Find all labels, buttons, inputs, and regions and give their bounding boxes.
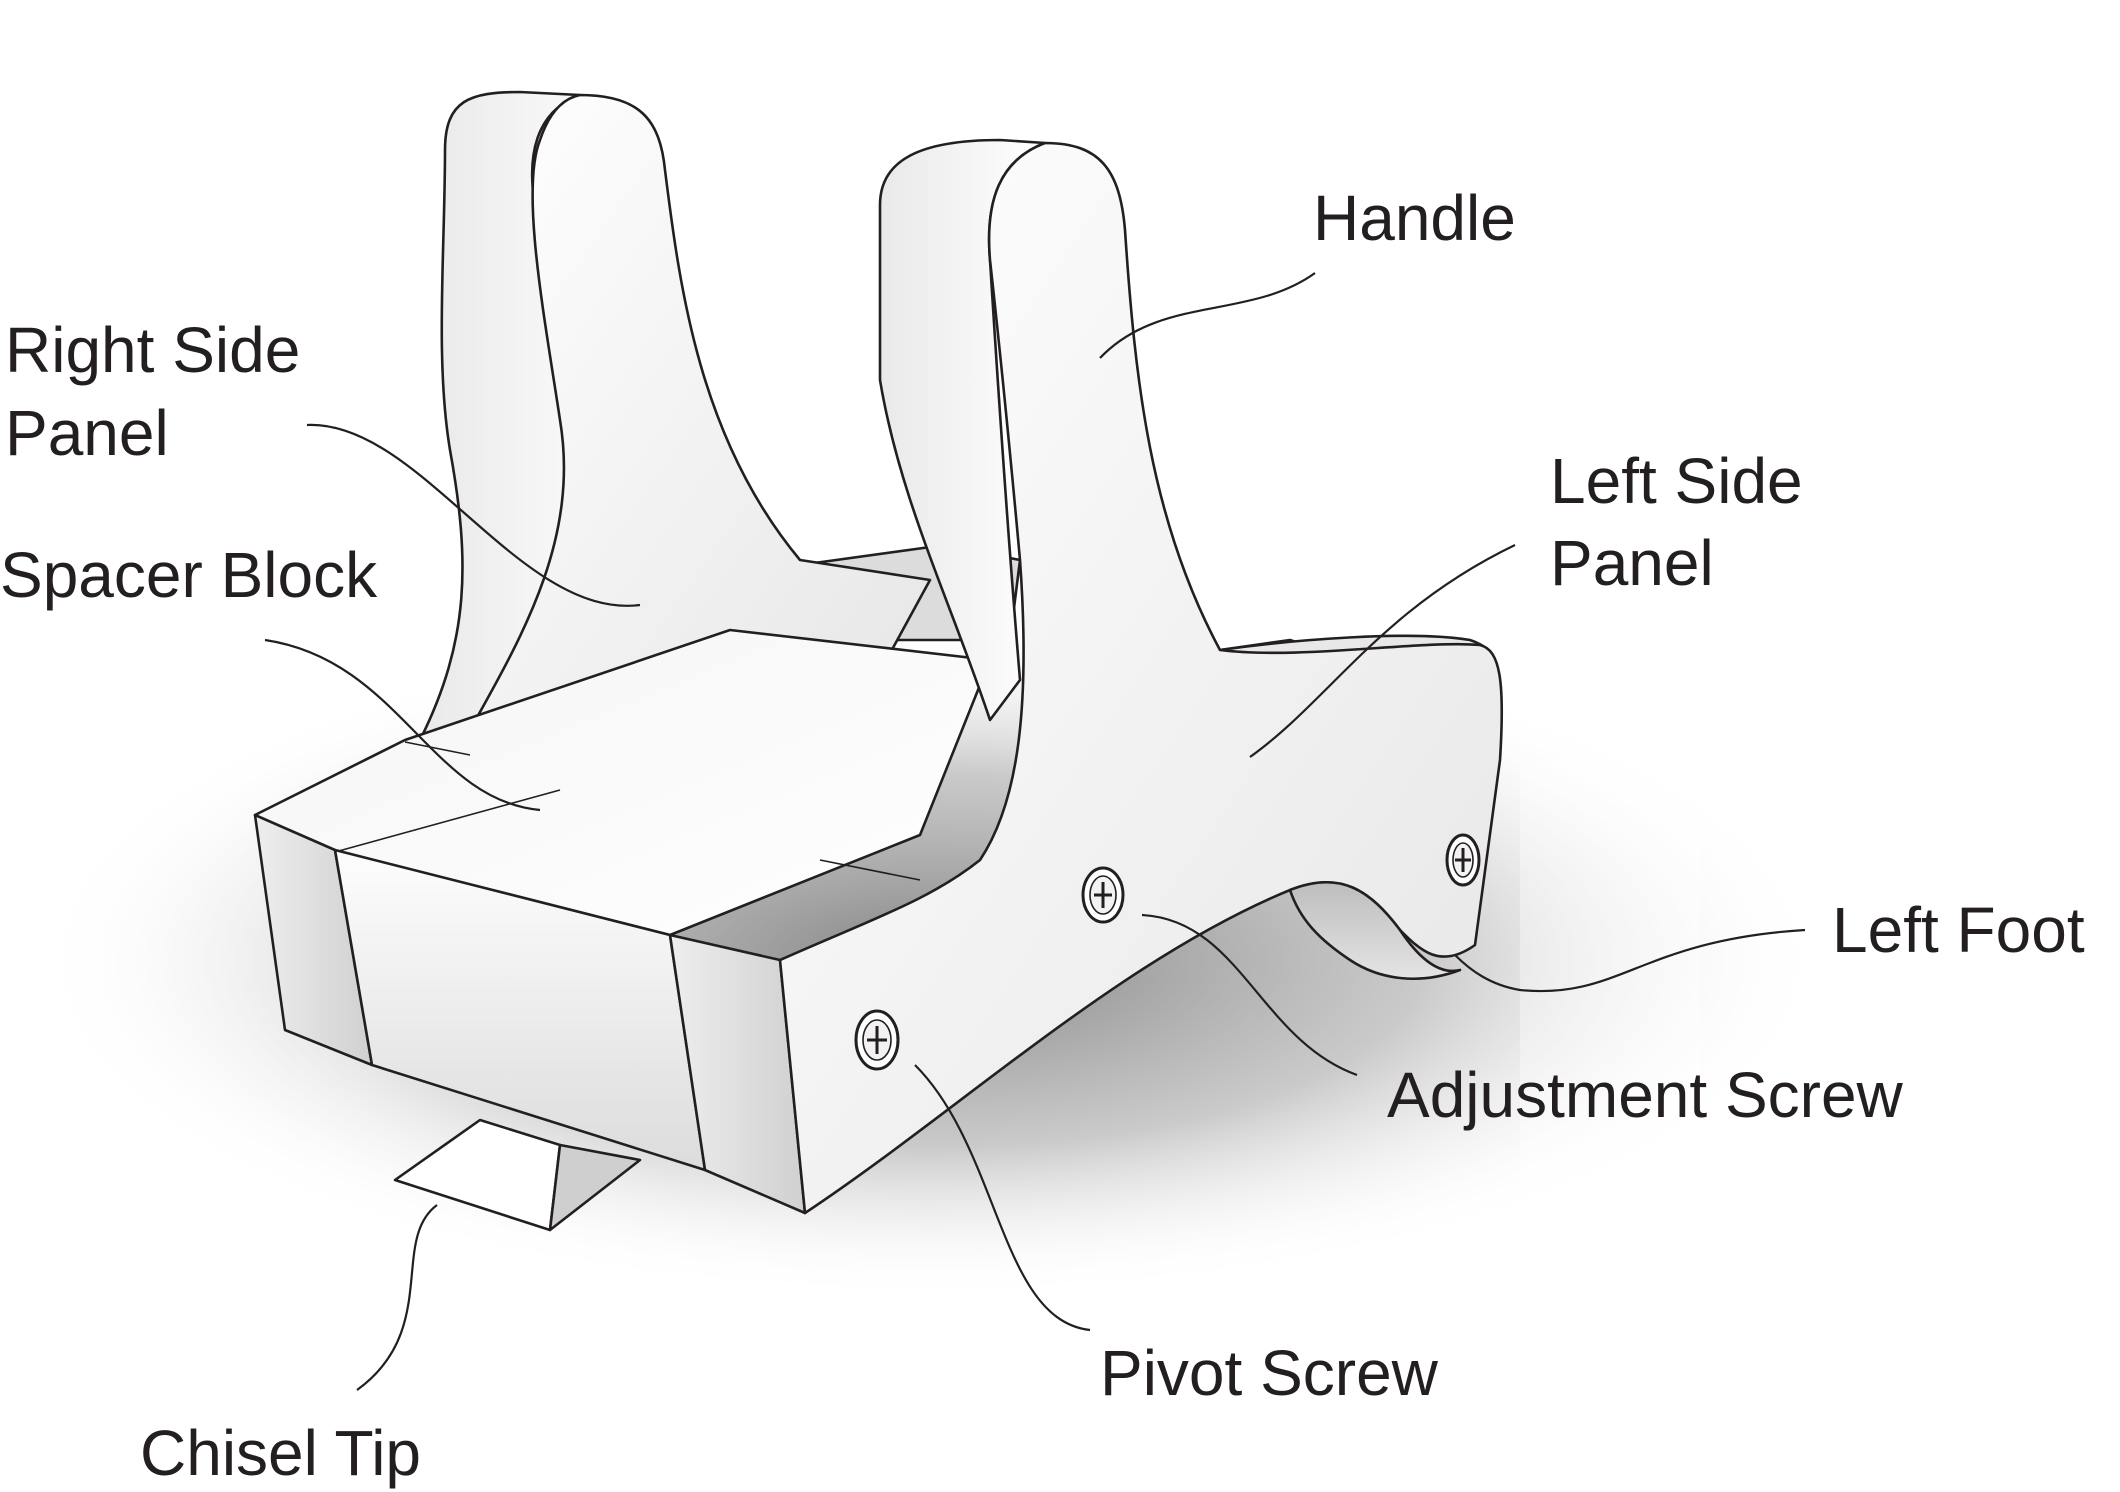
leader-chisel-tip [356,1204,438,1391]
label-pivot-screw: Pivot Screw [1100,1337,1439,1409]
labels: Handle Right Side Panel Spacer Block Lef… [0,182,2085,1489]
label-right-side-panel-line2: Panel [5,397,169,469]
leader-lines [264,272,1806,1391]
leader-pivot-screw [914,1064,1091,1332]
label-left-side-panel-line1: Left Side [1550,445,1803,517]
label-spacer-block: Spacer Block [0,539,378,611]
left-side-panel [778,138,1504,1215]
pivot-screw [854,1009,900,1071]
label-adjustment-screw: Adjustment Screw [1387,1059,1904,1131]
label-left-side-panel-line2: Panel [1550,527,1714,599]
leader-adjustment-screw [1141,913,1358,1077]
label-left-foot: Left Foot [1832,894,2085,966]
label-right-side-panel-line1: Right Side [5,314,300,386]
base-front [253,813,807,1215]
leader-spacer-block [264,638,541,812]
leader-left-foot [1454,928,1806,993]
adjustment-screw [1081,866,1125,924]
leader-left-side-panel [1249,544,1516,758]
label-handle: Handle [1313,182,1516,254]
chisel-tip [393,1118,642,1232]
foot-screw [1445,833,1481,887]
leader-handle [1099,272,1316,359]
right-side-panel [418,90,932,742]
label-chisel-tip: Chisel Tip [140,1417,421,1489]
leader-right-side-panel [306,423,641,607]
